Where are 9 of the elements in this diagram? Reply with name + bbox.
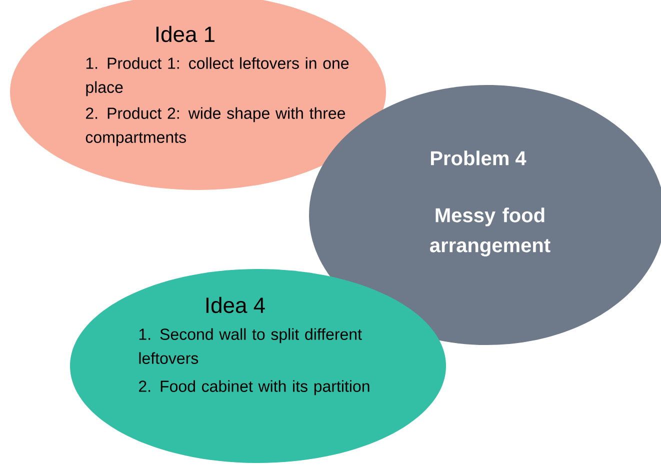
ellipse-text: 2. Food cabinet with its partition (139, 380, 370, 396)
ellipse-heading: Idea 1 (156, 26, 214, 42)
ellipse-text: 2. Product 2: wide shape with three compartments (86, 107, 346, 146)
ellipse-heading: Idea 4 (206, 296, 265, 314)
ellipse-text: Messy food arrangement (430, 208, 550, 256)
ellipse-heading: Problem 4 (431, 150, 526, 166)
ellipse-text: 1. Product 1: collect leftovers in one place (86, 57, 349, 96)
idea-ellipse (70, 269, 446, 463)
ellipse-text: 1. Second wall to split different leftovers (139, 328, 362, 364)
